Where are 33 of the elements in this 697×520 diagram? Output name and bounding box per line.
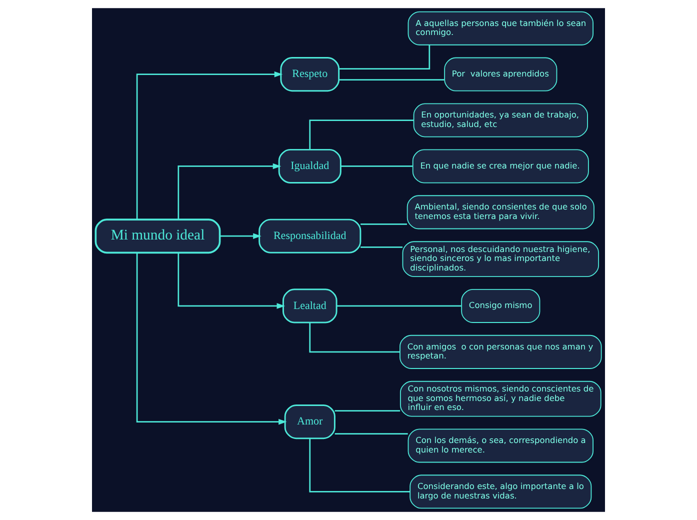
node-box: A aquellas personas que también lo sean conmigo.: [408, 11, 594, 46]
node-box: Igualdad: [278, 148, 342, 184]
arrow: [178, 252, 286, 309]
connector: [360, 246, 403, 248]
node-box: Responsabilidad: [258, 218, 362, 254]
connector: [334, 433, 408, 434]
arrow: [220, 233, 262, 239]
arrow: [136, 252, 287, 425]
node-box: Mi mundo ideal: [94, 218, 221, 254]
node-box: En que nadie se crea mejor que nadie.: [412, 149, 589, 184]
node-box: Respeto: [280, 57, 340, 92]
connector: [309, 322, 400, 353]
connector: [338, 79, 444, 80]
connector: [360, 223, 407, 225]
connector: [340, 166, 413, 167]
connector: [339, 45, 430, 70]
node-box: Considerando este, algo importante a lo largo de nuestras vidas.: [410, 474, 592, 509]
node-box: Consigo mismo: [461, 288, 540, 323]
connector: [334, 410, 400, 412]
node-box: Ambiental, siendo consientes de que solo tenemos esta tierra para vivir.: [406, 195, 594, 230]
node-box: Lealtad: [282, 288, 338, 324]
node-box: Amor: [284, 404, 336, 440]
connector: [309, 120, 414, 150]
arrow: [136, 71, 283, 220]
node-box: Personal, nos descuidando nuestra higiene, siendo sinceros y lo mas importante disciplinados.: [402, 241, 600, 277]
node-box: En oportunidades, ya sean de trabajo, estudio, salud, etc: [413, 103, 588, 138]
node-box: Con amigos o con personas que nos aman y respetan.: [400, 334, 602, 369]
node-box: Por valores aprendidos: [444, 57, 558, 92]
node-box: Con los demás, o sea, correspondiendo a quien lo merece.: [408, 428, 594, 463]
connector: [309, 438, 410, 492]
node-box: Con nosotros mismos, siendo conscientes de que somos hermoso así, y nadie debe influir en eso.: [400, 380, 602, 417]
arrow: [178, 163, 282, 220]
connector: [336, 305, 462, 307]
